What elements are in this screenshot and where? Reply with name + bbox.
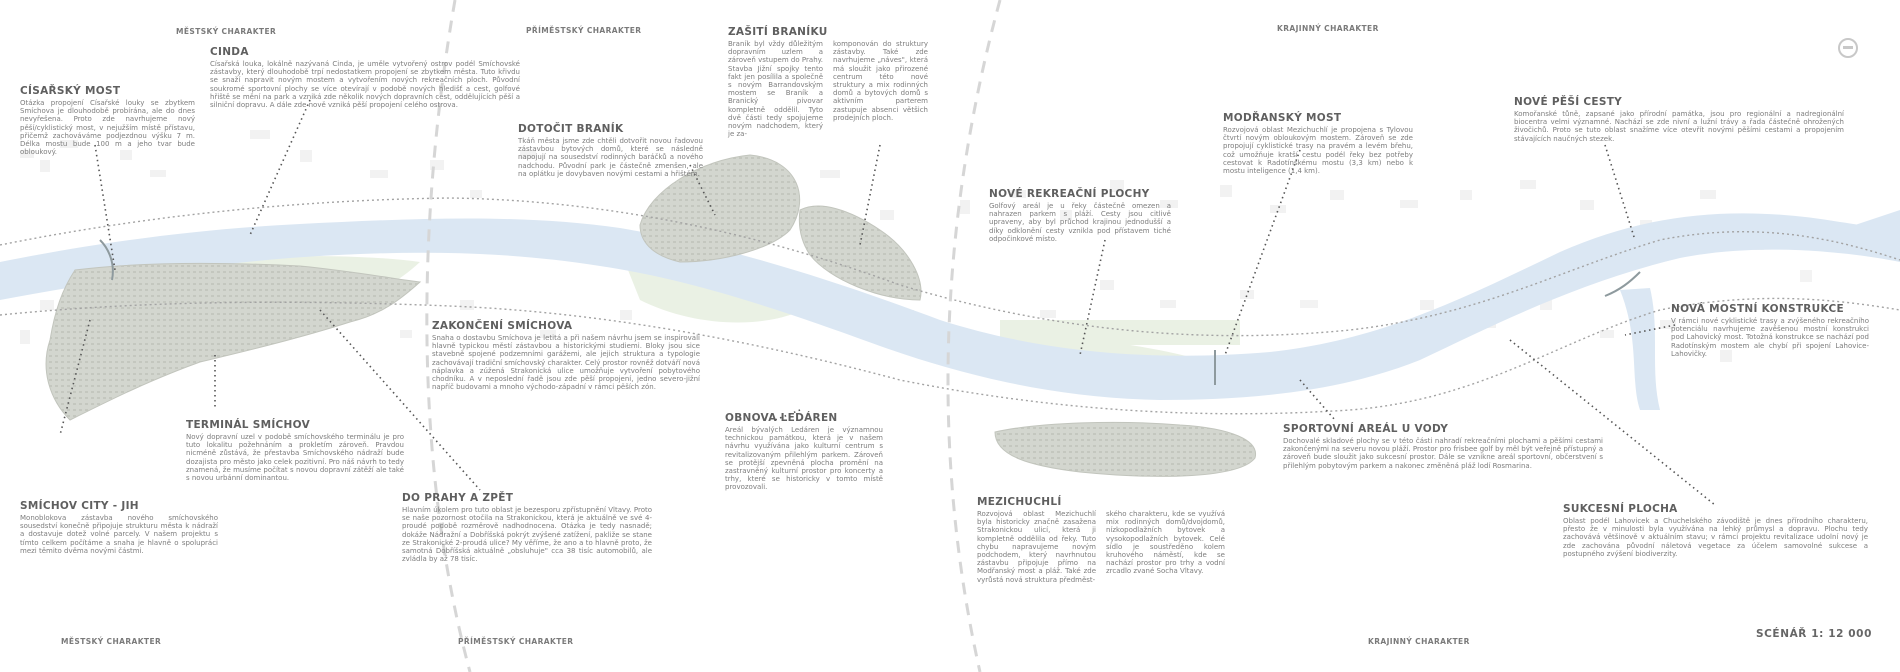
block-nove-rekreacni-plochy: NOVÉ REKREAČNÍ PLOCHY Golfový areál je u… (989, 188, 1171, 243)
block-text: Komořanské tůně, zapsané jako přírodní p… (1514, 110, 1844, 143)
block-title: NOVÉ PĚŠÍ CESTY (1514, 96, 1623, 108)
block-title: MODŘANSKÝ MOST (1223, 112, 1342, 124)
block-zakonceni-smichova: ZAKONČENÍ SMÍCHOVA Snaha o dostavbu Smíc… (432, 320, 700, 391)
zone-boundaries (425, 0, 1002, 672)
block-text: Dochovalé skladové plochy se v této část… (1283, 437, 1603, 470)
block-title: CÍSAŘSKÝ MOST (20, 85, 121, 97)
zone-label-primestsky-bottom: PŘÍMĚSTSKÝ CHARAKTER (458, 637, 574, 646)
block-title: DO PRAHY A ZPĚT (402, 492, 514, 504)
block-title: MEZICHUCHLÍ (977, 496, 1062, 508)
block-text: Areál bývalých Ledáren je významnou tech… (725, 426, 883, 492)
river-branch (1840, 210, 1900, 240)
block-title: SUKCESNÍ PLOCHA (1563, 503, 1678, 515)
bridges (99, 239, 1641, 385)
block-title: SPORTOVNÍ AREÁL U VODY (1283, 423, 1449, 435)
compass-icon (1838, 38, 1858, 58)
block-text: Nový dopravní uzel v podobě smíchovského… (186, 433, 404, 483)
block-terminal-smichov: TERMINÁL SMÍCHOV Nový dopravní uzel v po… (186, 419, 404, 482)
block-dotocit-branik: DOTOČIT BRANÍK Tkáň města jsme zde chtěl… (518, 123, 703, 178)
zone-label-krajinny-bottom: KRAJINNÝ CHARAKTER (1368, 637, 1470, 646)
block-obnova-ledaren: OBNOVA LEDÁREN Areál bývalých Ledáren je… (725, 412, 883, 492)
block-text: Rozvojová oblast Mezichuchlí byla histor… (977, 510, 1096, 584)
block-zasiti-braniku: ZAŠITÍ BRANÍKU Braník byl vždy důležitým… (728, 26, 928, 138)
block-text: V rámci nové cyklistické trasy a zvýšené… (1671, 317, 1869, 358)
leader-lines (59, 99, 1716, 506)
block-mezichuchli: MEZICHUCHLÍ Rozvojová oblast Mezichuchlí… (977, 496, 1225, 584)
block-do-prahy: DO PRAHY A ZPĚT Hlavním úkolem pro tuto … (402, 492, 652, 563)
block-text: Golfový areál je u řeky částečně omezen … (989, 202, 1171, 243)
block-title: TERMINÁL SMÍCHOV (186, 419, 311, 431)
block-title: ZAŠITÍ BRANÍKU (728, 26, 828, 38)
block-nove-pesi-cesty: NOVÉ PĚŠÍ CESTY Komořanské tůně, zapsané… (1514, 96, 1844, 143)
block-cinda: CINDA Císařská louka, lokálně nazývaná C… (210, 46, 520, 109)
block-text: Tkáň města jsme zde chtěli dotvořit novo… (518, 137, 703, 178)
block-nova-mostni-konstrukce: NOVÁ MOSTNÍ KONSTRUKCE V rámci nové cykl… (1671, 303, 1869, 358)
block-text: ského charakteru, kde se využívá mix rod… (1106, 510, 1225, 576)
walking-paths (0, 197, 1900, 415)
block-title: OBNOVA LEDÁREN (725, 412, 838, 424)
block-sukcesni-plocha: SUKCESNÍ PLOCHA Oblast podél Lahovicek a… (1563, 503, 1868, 558)
block-text: Otázka propojení Císařské louky se zbytk… (20, 99, 195, 157)
block-text: Snaha o dostavbu Smíchova je letitá a př… (432, 334, 700, 392)
river-vltava (0, 213, 1900, 400)
block-text: komponován do struktury zástavby. Také z… (833, 40, 928, 122)
block-text: Braník byl vždy důležitým dopravním uzle… (728, 40, 823, 139)
block-sportovni-areal: SPORTOVNÍ AREÁL U VODY Dochovalé skladov… (1283, 423, 1603, 470)
block-smichov-city: SMÍCHOV CITY - JIH Monoblokova zástavba … (20, 500, 218, 555)
zone-label-mestsky-top: MĚSTSKÝ CHARAKTER (176, 27, 277, 36)
zone-label-mestsky-bottom: MĚSTSKÝ CHARAKTER (61, 637, 162, 646)
block-cisarsky-most: CÍSAŘSKÝ MOST Otázka propojení Císařské … (20, 85, 195, 156)
block-text: Oblast podél Lahovicek a Chuchelského zá… (1563, 517, 1868, 558)
block-title: SMÍCHOV CITY - JIH (20, 500, 139, 512)
block-title: CINDA (210, 46, 249, 58)
block-text: Císařská louka, lokálně nazývaná Cinda, … (210, 60, 520, 110)
block-text: Rozvojová oblast Mezichuchlí je propojen… (1223, 126, 1413, 176)
block-title: NOVÁ MOSTNÍ KONSTRUKCE (1671, 303, 1844, 315)
river-branch (1620, 288, 1660, 410)
zone-label-primestsky-top: PŘÍMĚSTSKÝ CHARAKTER (526, 26, 642, 35)
zone-label-krajinny-top: KRAJINNÝ CHARAKTER (1277, 24, 1379, 33)
block-text: Monoblokova zástavba nového smíchovského… (20, 514, 218, 555)
block-text: Hlavním úkolem pro tuto oblast je bezesp… (402, 506, 652, 564)
block-title: NOVÉ REKREAČNÍ PLOCHY (989, 188, 1150, 200)
block-modransky-most: MODŘANSKÝ MOST Rozvojová oblast Mezichuc… (1223, 112, 1413, 175)
block-title: ZAKONČENÍ SMÍCHOVA (432, 320, 573, 332)
scale-label: SCÉNÁŘ 1: 12 000 (1755, 628, 1872, 640)
block-title: DOTOČIT BRANÍK (518, 123, 624, 135)
